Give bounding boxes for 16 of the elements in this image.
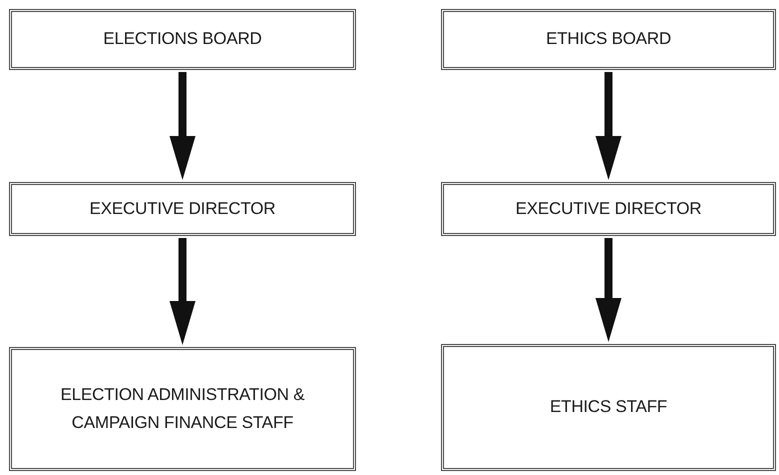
arrow xyxy=(596,238,622,342)
box-label: EXECUTIVE DIRECTOR xyxy=(90,198,276,220)
arrow xyxy=(170,72,196,180)
org-box xyxy=(441,344,776,471)
org-box xyxy=(9,9,356,70)
box-label: ETHICS STAFF xyxy=(550,396,668,418)
box-label: EXECUTIVE DIRECTOR xyxy=(516,198,702,220)
box-label: ETHICS BOARD xyxy=(546,28,672,50)
org-box xyxy=(441,182,776,236)
org-box xyxy=(9,182,356,236)
box-label: ELECTIONS BOARD xyxy=(103,28,262,50)
org-box xyxy=(441,9,776,70)
arrow xyxy=(596,72,622,180)
arrow xyxy=(170,238,196,345)
org-box xyxy=(9,347,356,471)
box-label: ELECTION ADMINISTRATION & CAMPAIGN FINANCE STAFF xyxy=(59,384,306,434)
